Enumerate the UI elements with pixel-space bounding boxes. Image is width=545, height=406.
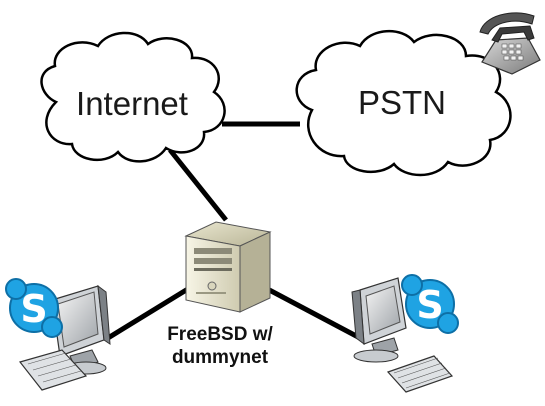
link-internet-router [168, 148, 228, 222]
internet-label: Internet [76, 85, 188, 122]
desktop-computer-icon [351, 277, 454, 393]
svg-text:S: S [20, 287, 47, 331]
cloud-icon [295, 29, 512, 177]
link-router-left-client [106, 281, 198, 341]
skype-icon: S [5, 278, 63, 338]
right-client: S [351, 274, 459, 393]
freebsd-server: FreeBSD w/ dummynet [167, 221, 274, 368]
server-icon [184, 221, 272, 313]
pstn-label: PSTN [358, 84, 446, 121]
server-label-line2: dummynet [172, 347, 269, 368]
cloud-icon [40, 31, 226, 163]
links [106, 121, 362, 341]
desktop-computer-icon [18, 284, 111, 391]
telephone-icon [479, 12, 541, 75]
left-client: S [5, 278, 111, 391]
internet-cloud: Internet [40, 31, 226, 163]
pstn-cloud: PSTN [295, 29, 512, 177]
server-label-line1: FreeBSD w/ [167, 324, 273, 345]
link-router-right-client [256, 281, 362, 341]
svg-text:S: S [416, 283, 443, 327]
skype-icon: S [401, 274, 459, 334]
